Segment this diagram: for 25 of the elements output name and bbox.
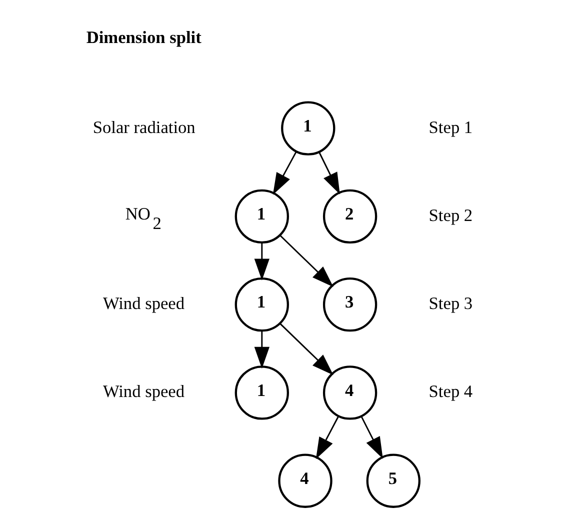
arrow [280,235,334,287]
arrow [318,152,340,194]
label: Step 1 [428,118,473,137]
arrow [254,242,270,280]
node-circle: 5 [366,454,420,508]
node-circle: 2 [322,189,378,244]
node-circle: 4 [322,366,378,420]
arrow [272,151,297,195]
label: Step 4 [428,382,473,402]
arrow [360,416,383,459]
node-circle: 3 [322,277,378,332]
node-circle: 4 [278,454,332,508]
arrow [316,416,340,460]
node-circle: 1 [281,101,336,156]
label: Dimension split [86,28,202,48]
label: Wind speed [102,294,185,314]
label: Wind speed [102,382,185,402]
node-circle: 1 [234,366,289,420]
node-circle: 1 [234,189,289,244]
label: Step 3 [428,294,473,314]
label: Step 2 [428,206,473,225]
arrow [280,323,334,376]
node-circle: 1 [234,277,289,332]
label: Solar radiation [92,118,196,137]
arrow [254,330,270,369]
